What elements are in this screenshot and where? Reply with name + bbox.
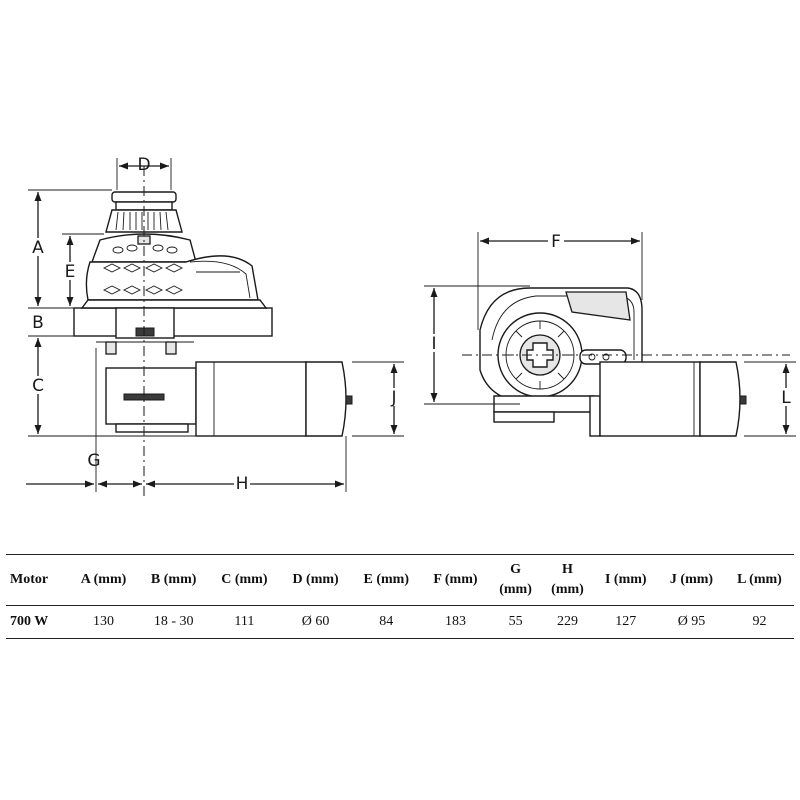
housing-cover	[85, 255, 259, 301]
table-cell: 229	[557, 614, 578, 629]
column-header: H (mm)	[542, 555, 594, 606]
column-header-text: (mm)	[551, 582, 584, 597]
front-motor-endcap	[699, 361, 741, 437]
column-header-text: G	[510, 562, 521, 577]
motor-endcap	[305, 361, 347, 437]
front-mount-stem	[589, 395, 601, 437]
front-motor	[599, 361, 701, 437]
gearbox-foot	[115, 423, 189, 433]
column-header: G (mm)	[490, 555, 542, 606]
stud-left	[105, 341, 117, 355]
column-header: A (mm)	[68, 555, 138, 606]
column-header-text: J (mm)	[669, 572, 714, 587]
dimensions-table: Motor A (mm) B (mm) C (mm) D (mm) E (mm) F (mm…	[6, 554, 794, 639]
technical-drawing: D A E B C J G H	[26, 155, 796, 496]
column-header-text: C (mm)	[221, 572, 268, 587]
dim-a-label: A	[32, 238, 44, 258]
table-row: 700 W 130 18 - 30 111 Ø 60 84 183 55 229 127 Ø 95 9…	[6, 606, 794, 639]
mount-bolt	[135, 327, 155, 337]
side-dimensions: D A E B C J G H	[26, 155, 404, 494]
table-cell: 18 - 30	[153, 614, 194, 629]
column-header-text: D (mm)	[292, 572, 339, 587]
dim-d-label: D	[137, 155, 150, 175]
front-cover-top	[565, 291, 631, 321]
column-header: F (mm)	[421, 555, 489, 606]
table-header-row: Motor A (mm) B (mm) C (mm) D (mm) E (mm) F (mm…	[6, 554, 794, 606]
column-header-text: F (mm)	[433, 572, 478, 587]
table-cell: 92	[752, 614, 767, 629]
column-header: B (mm)	[139, 555, 209, 606]
table-cell: 183	[444, 614, 466, 629]
dim-i-label: I	[431, 334, 436, 354]
table-cell: Ø 95	[677, 614, 706, 629]
dim-h-label: H	[236, 474, 249, 494]
front-dimensions: F I L	[424, 232, 796, 437]
hub-spline	[526, 342, 554, 368]
front-view	[462, 287, 790, 437]
dim-f-label: F	[551, 232, 561, 252]
column-header: E (mm)	[351, 555, 421, 606]
table-cell: 111	[234, 614, 255, 629]
column-header-text: B (mm)	[150, 572, 197, 587]
dim-b-label: B	[32, 313, 44, 333]
motor-terminal	[345, 395, 353, 405]
column-header: D (mm)	[280, 555, 351, 606]
column-header-text: H	[562, 562, 573, 577]
dim-e-label: E	[65, 262, 76, 282]
stud-right	[165, 341, 177, 355]
motor-body	[195, 361, 307, 437]
table-cell: 700 W	[10, 614, 49, 629]
housing-base	[80, 299, 268, 309]
dim-c-label: C	[32, 376, 44, 396]
table-cell: 127	[615, 614, 637, 629]
column-header-text: A (mm)	[80, 572, 127, 587]
dim-l-label: L	[781, 388, 791, 408]
table-cell: Ø 60	[301, 614, 330, 629]
column-header-text: I (mm)	[604, 572, 647, 587]
column-header: I (mm)	[593, 555, 658, 606]
column-header: L (mm)	[725, 555, 794, 606]
column-header: J (mm)	[658, 555, 725, 606]
column-header: C (mm)	[209, 555, 280, 606]
column-header-text: (mm)	[499, 582, 532, 597]
column-header-text: E (mm)	[363, 572, 410, 587]
dim-g-label: G	[87, 451, 100, 471]
front-motor-terminal	[739, 395, 747, 405]
column-header: Motor	[6, 555, 68, 606]
table-body: 700 W 130 18 - 30 111 Ø 60 84 183 55 229 127 Ø 95 9…	[6, 606, 794, 639]
table-cell: 84	[379, 614, 394, 629]
side-view	[73, 166, 353, 496]
front-base-lower	[493, 411, 555, 423]
column-header-text: L (mm)	[737, 572, 782, 587]
table-cell: 130	[93, 614, 115, 629]
dim-j-label: J	[390, 388, 396, 408]
table-cell: 55	[508, 614, 523, 629]
column-header-text: Motor	[10, 572, 49, 587]
